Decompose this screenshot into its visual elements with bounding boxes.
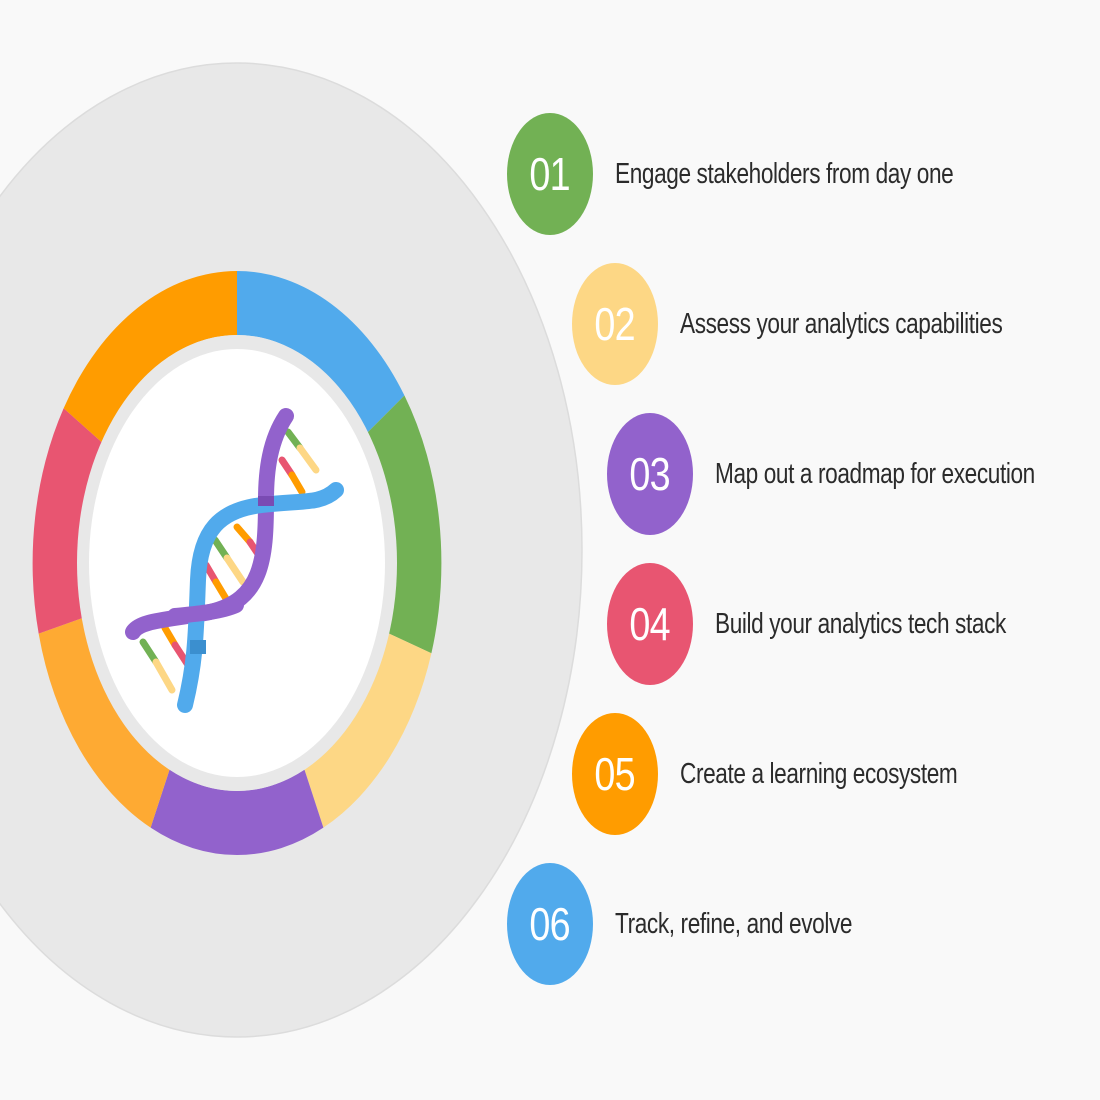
step-label: Assess your analytics capabilities [680,307,1003,340]
step-number-badge: 06 [507,863,593,985]
ring-segment-red [32,408,102,634]
step-number-badge: 05 [572,713,658,835]
step-label: Map out a roadmap for execution [715,457,1035,490]
step-5: 05 Create a learning ecosystem [572,713,1036,835]
step-number: 03 [629,448,671,500]
step-label: Create a learning ecosystem [680,757,958,790]
step-label: Track, refine, and evolve [615,907,853,940]
step-number-badge: 03 [607,413,693,535]
step-1: 01 Engage stakeholders from day one [507,113,1049,235]
ring-segment-orange [63,271,238,443]
center-disc [89,349,385,777]
ring-segment-light-orange [38,618,170,828]
step-number-badge: 02 [572,263,658,385]
ring-segment-yellow [304,633,432,828]
ring-segment-purple [150,769,324,855]
dna-icon [125,408,344,713]
step-number-badge: 01 [507,113,593,235]
step-label: Build your analytics tech stack [715,607,1006,640]
step-number: 02 [594,298,636,350]
step-number: 06 [529,898,571,950]
step-6: 06 Track, refine, and evolve [507,863,919,985]
ring-segment-blue [237,271,405,433]
segmented-ring [32,271,442,855]
step-4: 04 Build your analytics tech stack [607,563,1088,685]
step-number-badge: 04 [607,563,693,685]
step-label: Engage stakeholders from day one [615,157,954,190]
step-2: 02 Assess your analytics capabilities [572,263,1093,385]
step-number: 05 [594,748,636,800]
step-3: 03 Map out a roadmap for execution [607,413,1100,535]
ring-segment-green [367,395,442,654]
step-number: 01 [529,148,571,200]
step-number: 04 [629,598,671,650]
